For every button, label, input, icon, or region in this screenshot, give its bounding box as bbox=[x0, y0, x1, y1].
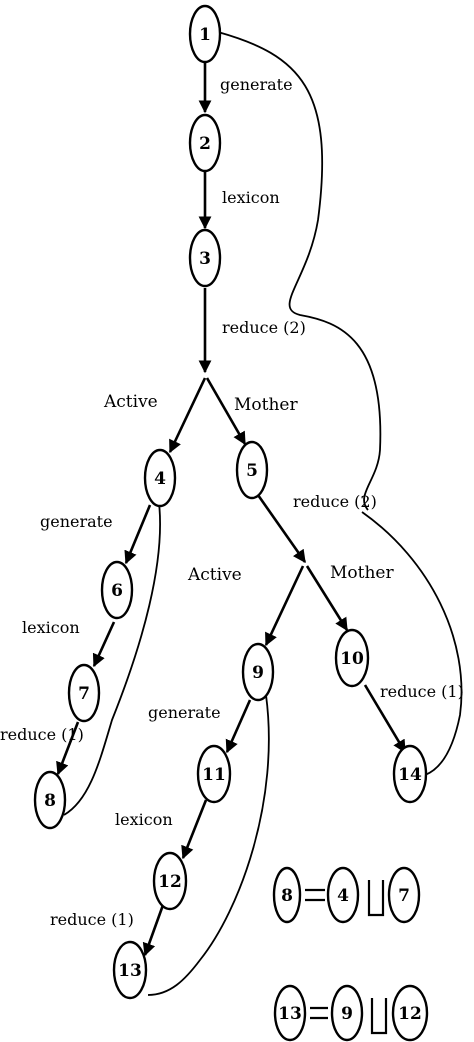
equation-2: 13 9 12 bbox=[273, 984, 429, 1042]
node-14: 14 bbox=[392, 744, 428, 804]
edge-label-4-6: generate bbox=[40, 512, 113, 531]
edge-5-branch bbox=[256, 494, 307, 564]
edge-9-11 bbox=[225, 699, 252, 754]
branch-label-active-top: Active bbox=[103, 392, 158, 412]
curve-4-to-8 bbox=[63, 494, 161, 816]
curve-5-to-14 bbox=[361, 511, 463, 776]
edge-label-7-8: reduce (1) bbox=[0, 725, 84, 744]
edge-11-12 bbox=[181, 799, 208, 860]
edge-label-6-7: lexicon bbox=[22, 618, 80, 637]
branch-label-active-mid: Active bbox=[187, 565, 242, 585]
branch-label-mother-top: Mother bbox=[234, 395, 298, 415]
edge-label-10-14: reduce (1) bbox=[380, 682, 464, 701]
svg-text:12: 12 bbox=[398, 1004, 422, 1024]
node-8: 8 bbox=[33, 770, 67, 830]
edge-10-14 bbox=[363, 684, 407, 754]
svg-text:9: 9 bbox=[341, 1004, 353, 1024]
node-12: 12 bbox=[152, 851, 188, 911]
join-symbol-1 bbox=[367, 880, 385, 917]
edge-label-5-branch: reduce (2) bbox=[293, 492, 377, 511]
svg-text:9: 9 bbox=[252, 663, 264, 683]
node-10: 10 bbox=[334, 628, 370, 688]
node-9: 9 bbox=[241, 642, 275, 702]
svg-text:10: 10 bbox=[340, 649, 364, 669]
svg-text:6: 6 bbox=[111, 581, 123, 601]
svg-text:7: 7 bbox=[398, 886, 410, 906]
edge-6-7 bbox=[92, 621, 116, 668]
curve-1-to-branch bbox=[217, 31, 382, 511]
edge-branch-9 bbox=[264, 565, 305, 647]
node-4: 4 bbox=[143, 448, 177, 508]
node-7: 7 bbox=[67, 663, 101, 723]
edge-label-1-2: generate bbox=[220, 75, 293, 94]
svg-text:12: 12 bbox=[158, 872, 182, 892]
svg-text:2: 2 bbox=[199, 134, 211, 154]
edge-branch-4 bbox=[168, 377, 207, 454]
edge-label-3-branch: reduce (2) bbox=[222, 318, 306, 337]
svg-text:8: 8 bbox=[44, 791, 56, 811]
svg-text:4: 4 bbox=[154, 469, 166, 489]
edge-12-13 bbox=[142, 904, 165, 957]
svg-text:7: 7 bbox=[78, 684, 90, 704]
node-2: 2 bbox=[188, 113, 222, 173]
svg-text:8: 8 bbox=[281, 886, 293, 906]
node-6: 6 bbox=[100, 560, 134, 620]
edge-label-2-3: lexicon bbox=[222, 188, 280, 207]
edge-branch-5 bbox=[205, 377, 247, 446]
node-5: 5 bbox=[235, 440, 269, 500]
edge-label-9-11: generate bbox=[148, 703, 221, 722]
edge-4-6 bbox=[124, 504, 152, 565]
svg-text:11: 11 bbox=[202, 765, 226, 785]
svg-text:1: 1 bbox=[199, 25, 211, 45]
svg-text:13: 13 bbox=[278, 1004, 302, 1024]
branch-label-mother-mid: Mother bbox=[330, 563, 394, 583]
node-1: 1 bbox=[188, 4, 222, 64]
curve-9-to-13 bbox=[147, 694, 270, 996]
svg-text:4: 4 bbox=[337, 886, 349, 906]
node-11: 11 bbox=[196, 744, 232, 804]
equation-1: 8 4 7 bbox=[272, 866, 421, 924]
node-3: 3 bbox=[188, 228, 222, 288]
svg-text:14: 14 bbox=[398, 765, 422, 785]
join-symbol-2 bbox=[370, 998, 388, 1035]
svg-text:3: 3 bbox=[199, 249, 211, 269]
edge-branch-10 bbox=[305, 565, 349, 632]
edge-7-8 bbox=[56, 721, 80, 776]
svg-text:13: 13 bbox=[118, 961, 142, 981]
node-13: 13 bbox=[112, 940, 148, 1000]
edge-label-12-13: reduce (1) bbox=[50, 910, 134, 929]
svg-text:5: 5 bbox=[246, 461, 258, 481]
edge-label-11-12: lexicon bbox=[115, 810, 173, 829]
